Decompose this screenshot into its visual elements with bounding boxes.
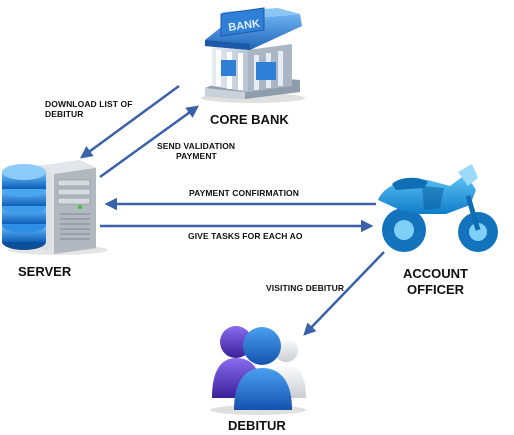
visiting-debitur-label: VISITING DEBITUR xyxy=(266,283,345,293)
download-list-line1: DOWNLOAD LIST OF xyxy=(45,99,133,109)
download-list-line2: DEBITUR xyxy=(45,109,84,120)
payment-confirmation-label: PAYMENT CONFIRMATION xyxy=(189,188,299,198)
send-validation-line1: SEND VALIDATION xyxy=(157,141,236,151)
download-list-label: DOWNLOAD LIST OF DEBITUR xyxy=(45,99,133,119)
core-bank-label: CORE BANK xyxy=(210,112,289,127)
arrow-send-validation xyxy=(99,105,200,179)
account-officer-label: ACCOUNT OFFICER xyxy=(403,266,468,297)
send-validation-line2: PAYMENT xyxy=(176,151,217,162)
give-tasks-label: GIVE TASKS FOR EACH AO xyxy=(188,231,303,241)
bank-icon: BANK xyxy=(201,7,305,103)
debitur-label: DEBITUR xyxy=(228,418,286,433)
arrow-visiting-debitur xyxy=(303,251,385,336)
arrow-download-list xyxy=(79,84,180,159)
people-icon xyxy=(210,326,306,415)
motorbike-icon xyxy=(378,164,498,252)
account-officer-line1: ACCOUNT xyxy=(403,266,468,281)
server-icon xyxy=(2,160,108,255)
send-validation-label: SEND VALIDATION PAYMENT xyxy=(157,141,235,161)
account-officer-line2: OFFICER xyxy=(406,281,465,297)
server-label: SERVER xyxy=(18,264,72,279)
bank-sign: BANK xyxy=(228,18,261,34)
